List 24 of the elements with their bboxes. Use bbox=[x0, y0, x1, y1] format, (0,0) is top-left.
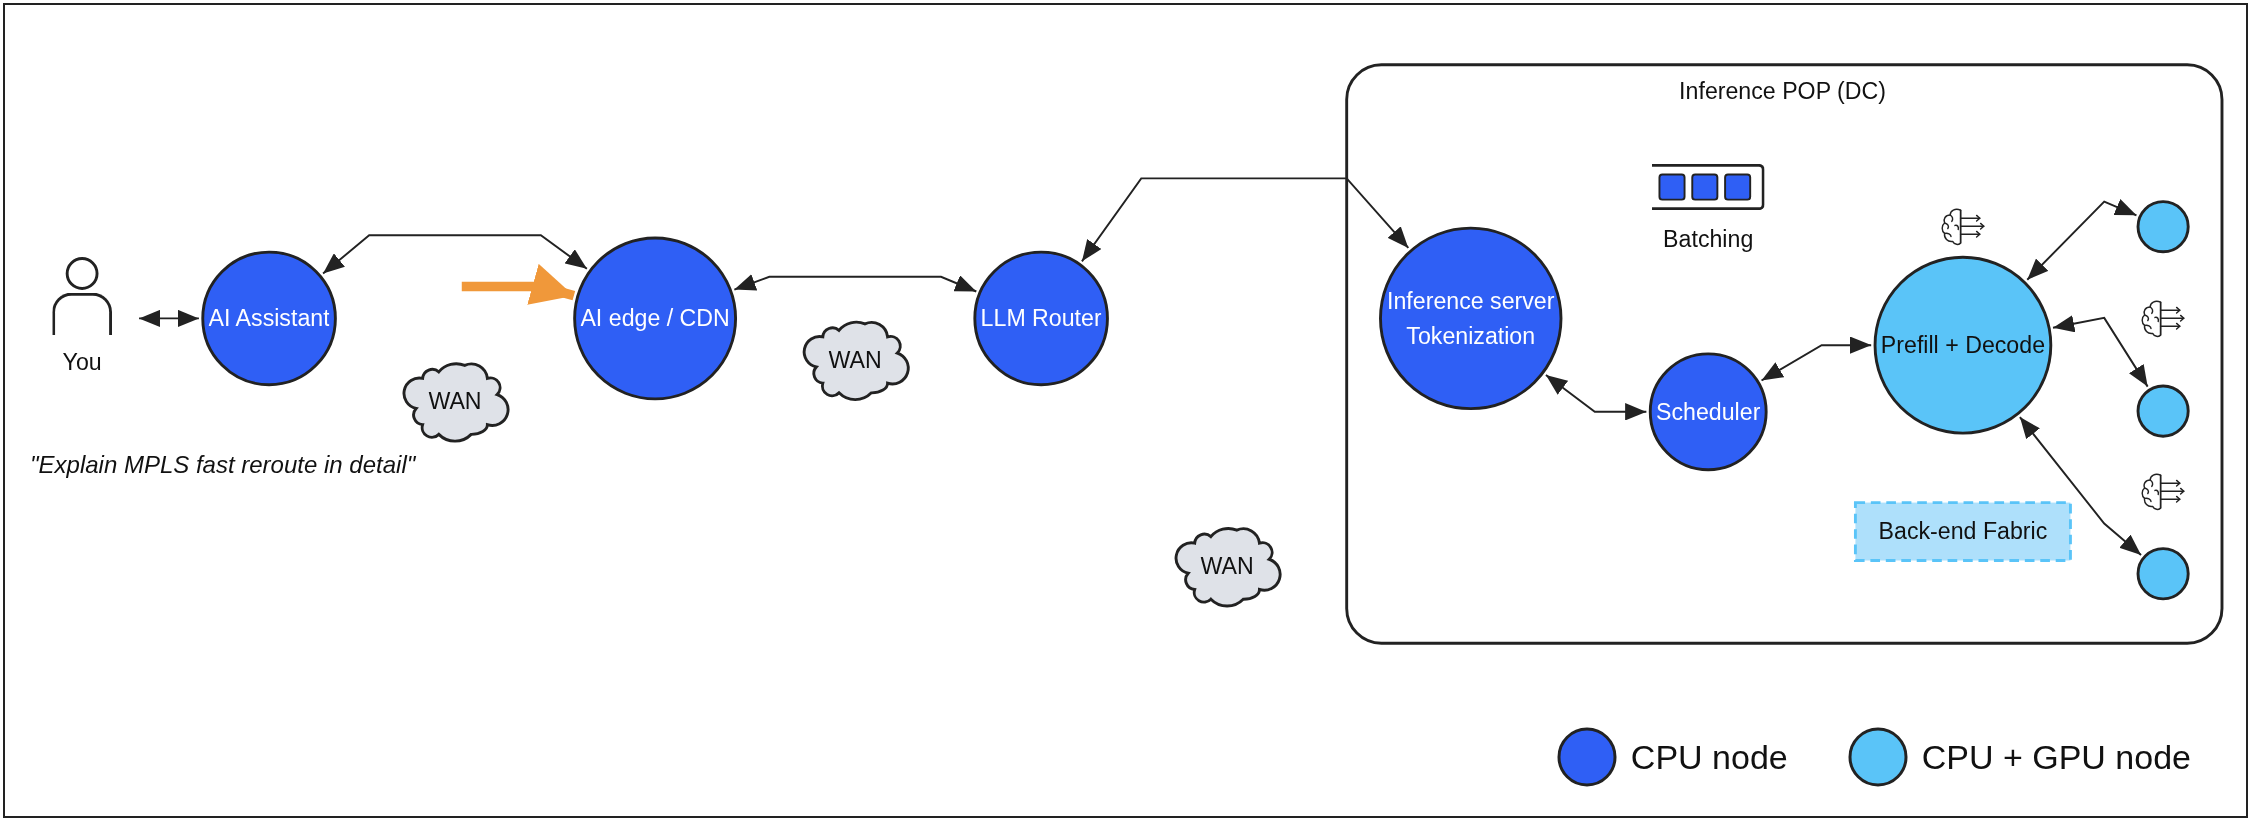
node-circle: AI Assistant bbox=[201, 250, 337, 387]
node-box: Back-end Fabric bbox=[1853, 501, 2072, 562]
node-circle: Scheduler bbox=[1648, 352, 1768, 472]
arrow bbox=[1760, 336, 1873, 382]
node-circle: AI edge / CDN bbox=[573, 236, 738, 401]
arrow bbox=[2026, 199, 2138, 281]
node-circle: Inference server Tokenization bbox=[1379, 226, 1563, 411]
arrow bbox=[2052, 315, 2149, 388]
legend-label: CPU + GPU node bbox=[1921, 737, 2191, 777]
legend-label: CPU node bbox=[1630, 737, 1788, 777]
node-label: Batching bbox=[1663, 225, 1754, 252]
arrow bbox=[461, 263, 576, 305]
node-circle: LLM Router bbox=[973, 250, 1109, 387]
node-label: You bbox=[62, 348, 102, 375]
arrow bbox=[1081, 177, 1410, 263]
node-circle bbox=[2136, 384, 2190, 438]
node-circle bbox=[2136, 547, 2190, 601]
arrow bbox=[138, 309, 200, 328]
arrow bbox=[2018, 416, 2143, 556]
arrow bbox=[1544, 374, 1648, 421]
node-circle bbox=[2136, 200, 2190, 254]
node-circle: Prefill + Decode bbox=[1873, 255, 2053, 435]
arrow bbox=[322, 234, 588, 275]
arrow bbox=[733, 274, 978, 293]
